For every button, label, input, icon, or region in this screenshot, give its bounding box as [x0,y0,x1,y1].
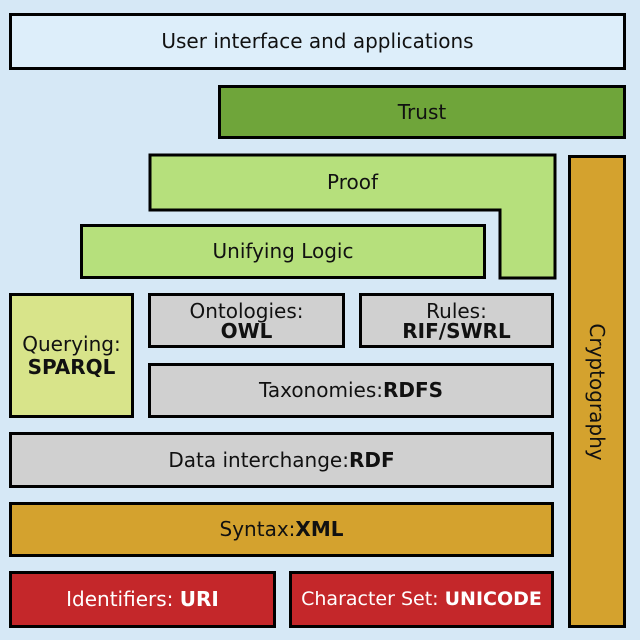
layer-taxonomies-tech: RDFS [382,378,444,402]
layer-querying-tech: SPARQL [27,354,116,379]
layer-taxonomies: Taxonomies: RDFS [148,363,554,418]
layer-data-interchange-label: Data interchange: [168,447,349,472]
layer-ontologies-tech: OWL [220,318,273,343]
layer-querying-label: Querying: [22,331,121,356]
layer-trust-label: Trust [397,99,447,124]
layer-ontologies: Ontologies: OWL [148,293,345,348]
layer-ui-label: User interface and applications [161,29,474,53]
layer-proof-shape [148,153,557,280]
layer-unifying-logic-label: Unifying Logic [212,239,354,263]
layer-cryptography [568,155,626,628]
layer-character-set-label: Character Set: [301,587,439,610]
layer-rules-tech: RIF/SWRL [402,318,511,343]
layer-unifying-logic: Unifying Logic [80,224,486,279]
layer-ontologies-label: Ontologies: [189,298,304,323]
layer-syntax-tech: XML [295,517,344,541]
layer-proof-label: Proof [326,170,378,194]
layer-data-interchange: Data interchange: RDF [9,432,554,488]
layer-taxonomies-label: Taxonomies: [258,378,383,402]
layer-syntax-label: Syntax: [219,517,296,541]
layer-identifiers-label: Identifiers: [66,587,174,611]
layer-cryptography-label: Cryptography [585,323,609,461]
layer-trust: Trust [218,85,626,139]
layer-character-set-tech: UNICODE [444,587,542,610]
layer-identifiers-tech: URI [179,587,219,611]
layer-syntax: Syntax: XML [9,502,554,557]
layer-rules-label: Rules: [426,298,487,323]
layer-data-interchange-tech: RDF [348,447,395,472]
layer-ui-applications: User interface and applications [9,13,626,70]
layer-querying: Querying: SPARQL [9,293,134,418]
layer-character-set: Character Set: UNICODE [289,571,554,628]
layer-identifiers: Identifiers: URI [9,571,276,628]
layer-rules: Rules: RIF/SWRL [359,293,554,348]
